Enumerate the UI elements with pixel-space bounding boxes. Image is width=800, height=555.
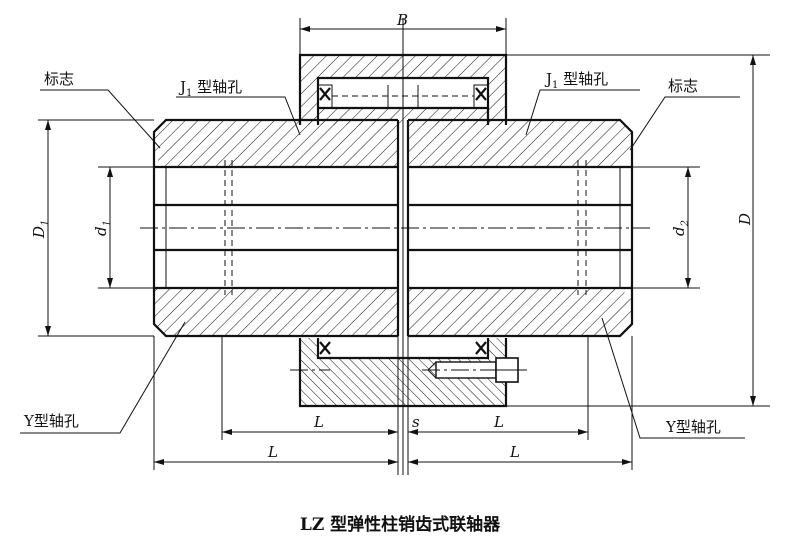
dim-L-outer-left: L bbox=[267, 443, 278, 461]
label-j1-right: J bbox=[544, 70, 552, 88]
dim-d1-label: d bbox=[92, 226, 110, 236]
dim-s-label: s bbox=[412, 413, 420, 431]
dim-d2-subscript: 2 bbox=[680, 220, 691, 227]
dimension-B: B bbox=[299, 11, 507, 55]
svg-text:J1 型轴孔: J1 型轴孔 bbox=[544, 70, 608, 91]
figure-caption: LZ 型弹性柱销齿式联轴器 bbox=[300, 514, 501, 535]
dim-D1-label: D bbox=[30, 226, 48, 239]
label-j1-right-rest: 型轴孔 bbox=[558, 70, 608, 88]
outer-sleeve-bottom bbox=[290, 338, 530, 408]
svg-text:d2: d2 bbox=[670, 220, 691, 236]
dim-L-inner-left: L bbox=[313, 413, 324, 431]
dim-L-inner-right: L bbox=[493, 413, 504, 431]
dim-D-label: D bbox=[736, 213, 754, 226]
label-y-bore-left: Y型轴孔 bbox=[23, 412, 79, 430]
label-mark-left: 标志 bbox=[44, 70, 74, 88]
svg-text:D1: D1 bbox=[30, 220, 51, 239]
dim-d1-subscript: 1 bbox=[102, 220, 113, 226]
dimension-lengths: L s L L L bbox=[153, 336, 633, 470]
label-j1-right-sub: 1 bbox=[552, 80, 558, 91]
callouts: 标志 J1 型轴孔 J1 型轴孔 标志 Y型轴孔 Y型轴孔 bbox=[20, 70, 745, 439]
left-hub bbox=[152, 118, 400, 338]
label-j1-left-rest: 型轴孔 bbox=[192, 78, 242, 96]
dim-B-label: B bbox=[396, 11, 408, 29]
label-mark-right: 标志 bbox=[668, 77, 698, 95]
dimension-d2: d2 bbox=[632, 166, 700, 289]
svg-text:d1: d1 bbox=[92, 220, 113, 236]
dim-L-outer-right: L bbox=[509, 443, 520, 461]
dim-D1-subscript: 1 bbox=[40, 220, 51, 226]
svg-text:J1 型轴孔: J1 型轴孔 bbox=[178, 78, 242, 99]
label-j1-left: J bbox=[178, 78, 186, 96]
dimension-d1: d1 bbox=[92, 166, 154, 289]
dimension-D: D bbox=[506, 54, 770, 407]
dim-d2-label: d bbox=[670, 226, 688, 236]
label-y-bore-right: Y型轴孔 bbox=[665, 418, 721, 436]
right-hub bbox=[406, 118, 634, 338]
label-j1-left-sub: 1 bbox=[186, 88, 192, 99]
